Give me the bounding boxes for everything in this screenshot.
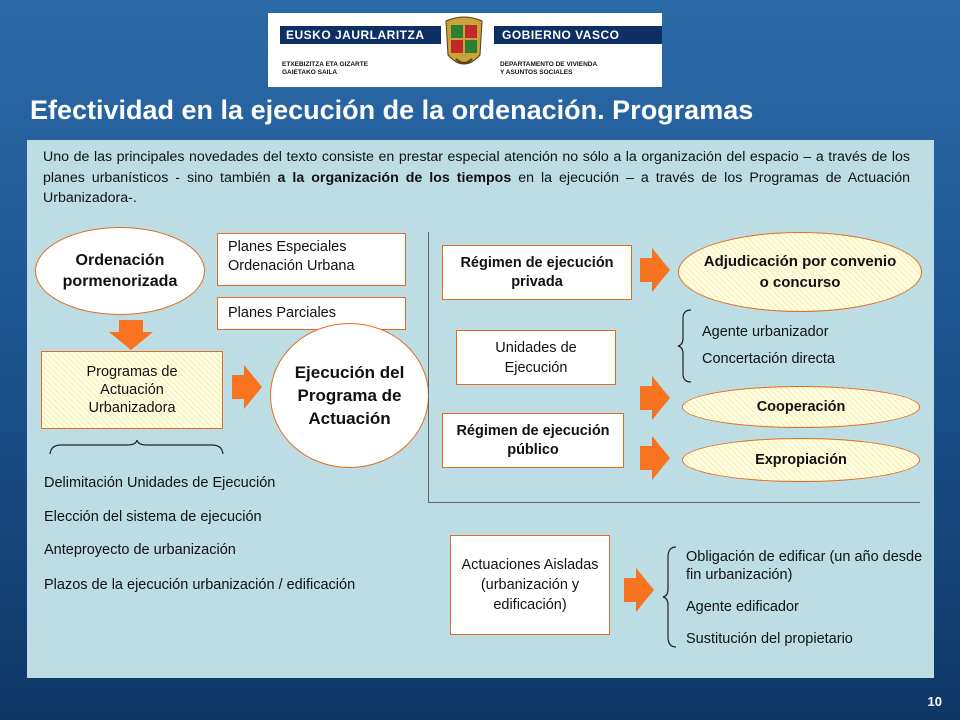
logo-right-dept-1: DEPARTAMENTO DE VIVIENDA: [500, 61, 598, 68]
coat-of-arms-icon: [445, 16, 483, 65]
regimen-privada-label: Régimen de ejecución privada: [460, 254, 614, 290]
horizontal-divider: [428, 502, 920, 503]
planes-parciales-label: Planes Parciales: [228, 305, 336, 321]
unidades-box: Unidades de Ejecución: [456, 330, 616, 385]
ejecucion-ellipse: Ejecución del Programa de Actuación: [270, 323, 429, 468]
right-arrow-icon: [640, 248, 670, 292]
agente-edificador-text: Agente edificador: [686, 599, 799, 615]
logo-left-dept-1: ETXEBIZITZA ETA GIZARTE: [282, 61, 369, 68]
curly-bracket-icon: [662, 546, 677, 648]
down-arrow-icon: [109, 320, 153, 350]
expropiacion-label: Expropiación: [755, 452, 847, 468]
concertacion-text: Concertación directa: [702, 351, 835, 367]
logo-left-name: EUSKO JAURLARITZA: [280, 26, 441, 44]
list-item-4: Plazos de la ejecución urbanización / ed…: [44, 577, 356, 593]
actuaciones-box: Actuaciones Aisladas (urbanización y edi…: [450, 535, 610, 635]
right-arrow-icon: [232, 365, 262, 409]
sustitucion-text: Sustitución del propietario: [686, 631, 853, 647]
list-item-2: Elección del sistema de ejecución: [44, 509, 262, 525]
list-item-3: Anteproyecto de urbanización: [44, 542, 236, 558]
programas-box: Programas de Actuación Urbanizadora: [41, 351, 223, 429]
government-logo: EUSKO JAURLARITZA GOBIERNO VASCO ETXEBIZ…: [268, 13, 662, 87]
cooperacion-ellipse: Cooperación: [682, 386, 920, 428]
ordenacion-label: Ordenación pormenorizada: [62, 252, 178, 290]
planes-parciales-box: Planes Parciales: [217, 297, 406, 330]
curly-bracket-icon: [49, 440, 224, 455]
intro-text-2: en la ejecución – a través de los Progra…: [43, 169, 911, 207]
planes-especiales-box: Planes Especiales Ordenación Urbana: [217, 233, 406, 286]
programas-label: Programas de Actuación Urbanizadora: [86, 364, 178, 416]
ordenacion-ellipse: Ordenación pormenorizada: [35, 227, 205, 315]
planes-especiales-label: Planes Especiales Ordenación Urbana: [228, 239, 355, 274]
regimen-publico-label: Régimen de ejecución público: [456, 422, 610, 458]
curly-bracket-icon: [677, 309, 692, 383]
cooperacion-label: Cooperación: [756, 399, 846, 415]
right-arrow-icon: [640, 436, 670, 480]
logo-left-dept-2: GAIETAKO SAILA: [282, 69, 338, 76]
vertical-divider: [428, 232, 429, 502]
agente-urbanizador-text: Agente urbanizador: [702, 324, 829, 340]
obligacion-text: Obligación de edificar (un año desde fin…: [686, 549, 923, 583]
logo-right-dept-2: Y ASUNTOS SOCIALES: [500, 69, 573, 76]
logo-right-name: GOBIERNO VASCO: [494, 26, 662, 44]
right-arrow-icon: [624, 568, 654, 612]
actuaciones-label: Actuaciones Aisladas (urbanización y edi…: [461, 557, 599, 613]
right-arrow-icon: [640, 376, 670, 420]
regimen-publico-box: Régimen de ejecución público: [442, 413, 624, 468]
adjudicacion-ellipse: Adjudicación por convenio o concurso: [678, 232, 922, 312]
intro-bold: a la organización de los tiempos: [277, 169, 512, 186]
page-number: 10: [927, 694, 942, 709]
list-item-1: Delimitación Unidades de Ejecución: [44, 475, 276, 491]
expropiacion-ellipse: Expropiación: [682, 438, 920, 482]
page-title: Efectividad en la ejecución de la ordena…: [30, 95, 754, 125]
ejecucion-label: Ejecución del Programa de Actuación: [294, 363, 405, 428]
adjudicacion-label: Adjudicación por convenio o concurso: [703, 253, 897, 291]
intro-text-1: Uno de las principales novedades del tex…: [43, 149, 910, 186]
unidades-label: Unidades de Ejecución: [495, 339, 577, 376]
regimen-privada-box: Régimen de ejecución privada: [442, 245, 632, 300]
intro-paragraph: Uno de las principales novedades del tex…: [43, 147, 910, 209]
